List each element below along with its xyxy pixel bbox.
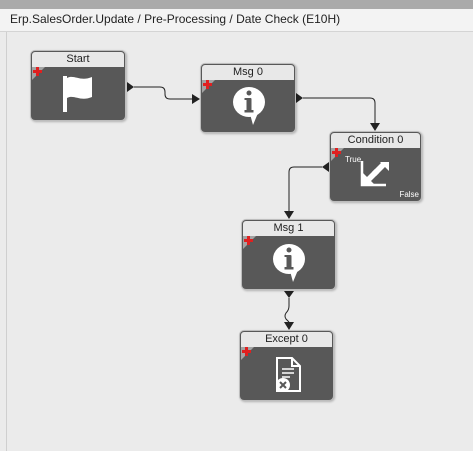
- output-port-msg0[interactable]: [296, 93, 303, 103]
- except0-node[interactable]: Except 0: [239, 330, 334, 401]
- add-marker-icon[interactable]: [244, 236, 253, 245]
- window-top-band: [0, 0, 473, 9]
- add-marker-icon[interactable]: [242, 347, 251, 356]
- true-branch-label: True: [345, 155, 362, 164]
- condition0-node[interactable]: Condition 0 True False: [329, 131, 422, 202]
- document-error-icon: [276, 357, 301, 392]
- connector-start-to-msg0[interactable]: [127, 82, 200, 104]
- info-bubble-icon: [233, 87, 265, 125]
- connector-msg1-to-except0[interactable]: [284, 291, 294, 330]
- canvas-left-border: [6, 32, 7, 451]
- node-title: Except 0: [241, 332, 332, 347]
- output-port-start[interactable]: [127, 82, 134, 92]
- add-marker-icon[interactable]: [33, 67, 42, 76]
- flag-icon: [63, 76, 92, 112]
- msg1-node[interactable]: Msg 1: [241, 219, 336, 290]
- arrowhead: [370, 123, 380, 131]
- connector-msg0-to-condition0[interactable]: [296, 93, 380, 131]
- output-port-msg1[interactable]: [284, 291, 294, 298]
- node-title: Condition 0: [331, 133, 420, 148]
- output-port-condition0-true[interactable]: [322, 162, 329, 172]
- add-marker-icon[interactable]: [203, 80, 212, 89]
- false-branch-label: False: [399, 190, 419, 199]
- add-marker-icon[interactable]: [332, 148, 341, 157]
- info-bubble-icon: [273, 244, 305, 282]
- msg0-node[interactable]: Msg 0: [200, 63, 296, 133]
- arrowhead: [284, 322, 294, 330]
- condition-arrows-icon: [360, 161, 389, 187]
- arrowhead: [284, 211, 294, 219]
- start-node[interactable]: Start: [30, 50, 126, 121]
- node-title: Msg 0: [202, 65, 294, 80]
- connector-condition0-to-msg1[interactable]: [284, 162, 329, 219]
- designer-title-bar: Erp.SalesOrder.Update / Pre-Processing /…: [0, 9, 473, 32]
- node-title: Msg 1: [243, 221, 334, 236]
- arrowhead: [192, 94, 200, 104]
- node-title: Start: [32, 52, 124, 67]
- workflow-title: Erp.SalesOrder.Update / Pre-Processing /…: [10, 12, 341, 26]
